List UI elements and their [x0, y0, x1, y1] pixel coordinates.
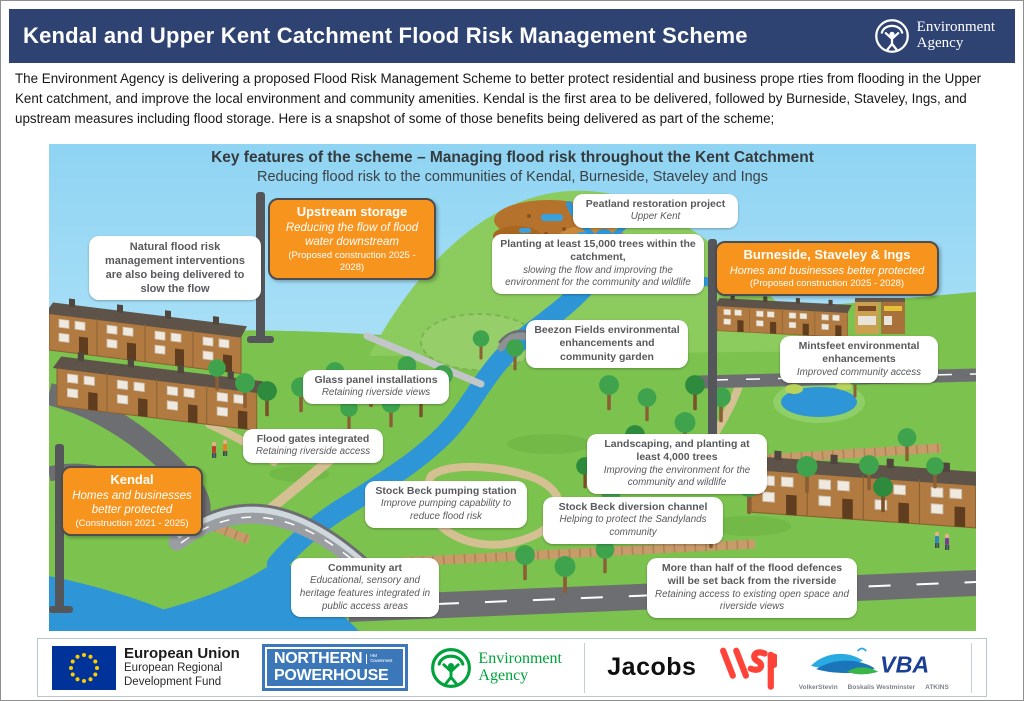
scene-subtitle: Reducing flood risk to the communities o… [256, 169, 768, 185]
callout-title: Beezon Fields environmental enhancements… [534, 324, 680, 363]
environment-agency-footer-logo: Environment Agency [430, 647, 562, 689]
callout-subtitle: Improve pumping capability to reduce flo… [380, 498, 512, 522]
callout-subtitle: Homes and businesses better protected [729, 264, 925, 277]
callout-beezon-fields: Beezon Fields environmental enhancements… [526, 320, 688, 369]
houses-top-right [713, 293, 905, 339]
callout-stock-beck-pumping: Stock Beck pumping station Improve pumpi… [365, 481, 527, 528]
vba-partner-volkerstevin: VolkerStevin [798, 683, 838, 691]
callout-subtitle: Reducing the flow of flood water downstr… [285, 221, 419, 249]
callout-title: Flood gates integrated [256, 433, 370, 445]
np-line1: NORTHERN [274, 649, 363, 667]
partner-logos: European Union European Regional Develop… [37, 638, 987, 697]
callout-title: Upstream storage [296, 204, 408, 219]
np-hm-government-tag: HM Government [366, 653, 396, 665]
callout-subtitle: Upper Kent [630, 211, 681, 223]
callout-stock-beck-diversion: Stock Beck diversion channel Helping to … [543, 497, 723, 544]
northern-powerhouse-logo: NORTHERN HM Government POWERHOUSE [262, 643, 409, 692]
callout-title: Glass panel installations [314, 374, 438, 386]
callout-natural-flood-management: Natural flood risk management interventi… [89, 236, 261, 301]
callout-note: (Proposed construction 2025 - 2028) [749, 277, 905, 289]
eu-fund-line2: Development Fund [124, 676, 222, 688]
callout-peatland-restoration: Peatland restoration project Upper Kent [573, 194, 738, 228]
footer-divider [970, 642, 972, 693]
environment-agency-green-icon [431, 647, 472, 688]
callout-setback-defences: More than half of the flood defences wil… [647, 558, 857, 618]
ea-logo-text-line1: Environment [916, 19, 995, 36]
header-bar: Kendal and Upper Kent Catchment Flood Ri… [9, 9, 1015, 63]
callout-subtitle: Helping to protect the Sandylands commun… [559, 514, 707, 538]
vba-partner-boskalis: Boskalis Westminster [847, 683, 916, 691]
callout-title: Stock Beck diversion channel [558, 501, 708, 513]
eu-flag-icon [52, 645, 116, 690]
footer-divider [584, 642, 586, 693]
callout-subtitle: Homes and businesses better protected [72, 489, 192, 517]
eu-fund-line1: European Regional [124, 662, 223, 675]
scene-title: Key features of the scheme – Managing fl… [211, 149, 814, 166]
callout-title: Peatland restoration project [585, 198, 726, 210]
np-line2: POWERHOUSE [274, 666, 389, 684]
people [211, 439, 950, 550]
wsp-logo-icon [719, 647, 777, 690]
callout-title: Natural flood risk management interventi… [105, 241, 245, 296]
callout-flood-gates: Flood gates integrated Retaining riversi… [243, 429, 383, 463]
vba-partner-atkins: ATKINS [925, 683, 949, 691]
vba-logo: VBA VolkerStevin Boskalis Westminster AT… [799, 645, 949, 691]
callout-title: Community art [327, 562, 403, 574]
callout-landscaping-4000-trees: Landscaping, and planting at least 4,000… [587, 434, 767, 494]
callout-note: (Construction 2021 - 2025) [75, 518, 189, 530]
callout-subtitle: Retaining access to existing open space … [655, 588, 849, 613]
callout-title: Stock Beck pumping station [375, 485, 517, 497]
callout-burneside-staveley-ings: Burneside, Staveley & Ings Homes and bus… [715, 241, 939, 296]
callout-title: Kendal [110, 472, 154, 487]
callout-title: Mintsfeet environmental enhancements [798, 340, 920, 366]
ea-footer-line2: Agency [478, 666, 529, 684]
page-title: Kendal and Upper Kent Catchment Flood Ri… [23, 23, 748, 48]
callout-subtitle: Improving the environment for the commun… [603, 464, 751, 489]
environment-agency-logo: Environment Agency [874, 18, 995, 54]
ea-logo-text-line2: Agency [916, 35, 964, 51]
callout-community-art: Community art Educational, sensory and h… [291, 558, 439, 618]
callout-subtitle: Retaining riverside access [255, 446, 371, 458]
ea-footer-line1: Environment [478, 649, 562, 667]
callout-glass-panels: Glass panel installations Retaining rive… [303, 370, 449, 404]
callout-subtitle: Improved community access [796, 366, 922, 378]
callout-planting-15000-trees: Planting at least 15,000 trees within th… [492, 234, 704, 294]
callout-title: Planting at least 15,000 trees within th… [500, 238, 696, 264]
callout-title: Burneside, Staveley & Ings [743, 247, 911, 262]
vba-wave-icon: VBA [810, 647, 929, 677]
callout-subtitle: slowing the flow and improving the envir… [505, 264, 691, 289]
callout-title: Landscaping, and planting at least 4,000… [604, 438, 750, 464]
callout-upstream-storage: Upstream storage Reducing the flow of fl… [268, 198, 436, 280]
environment-agency-icon [874, 19, 909, 53]
callout-title: More than half of the flood defences wil… [661, 562, 843, 588]
intro-paragraph: The Environment Agency is delivering a p… [15, 71, 982, 127]
callout-mintsfeet: Mintsfeet environmental enhancements Imp… [780, 336, 938, 384]
eu-logo: European Union European Regional Develop… [52, 645, 240, 690]
callout-kendal: Kendal Homes and businesses better prote… [61, 466, 203, 536]
scheme-illustration: Key features of the scheme – Managing fl… [49, 144, 976, 631]
callout-subtitle: Educational, sensory and heritage featur… [299, 575, 431, 612]
eu-name: European Union [124, 645, 240, 663]
jacobs-logo: Jacobs [607, 653, 697, 681]
callout-note: (Proposed construction 2025 - 2028) [288, 250, 416, 273]
callout-subtitle: Retaining riverside views [321, 387, 431, 399]
vba-wordmark: VBA [880, 651, 929, 677]
